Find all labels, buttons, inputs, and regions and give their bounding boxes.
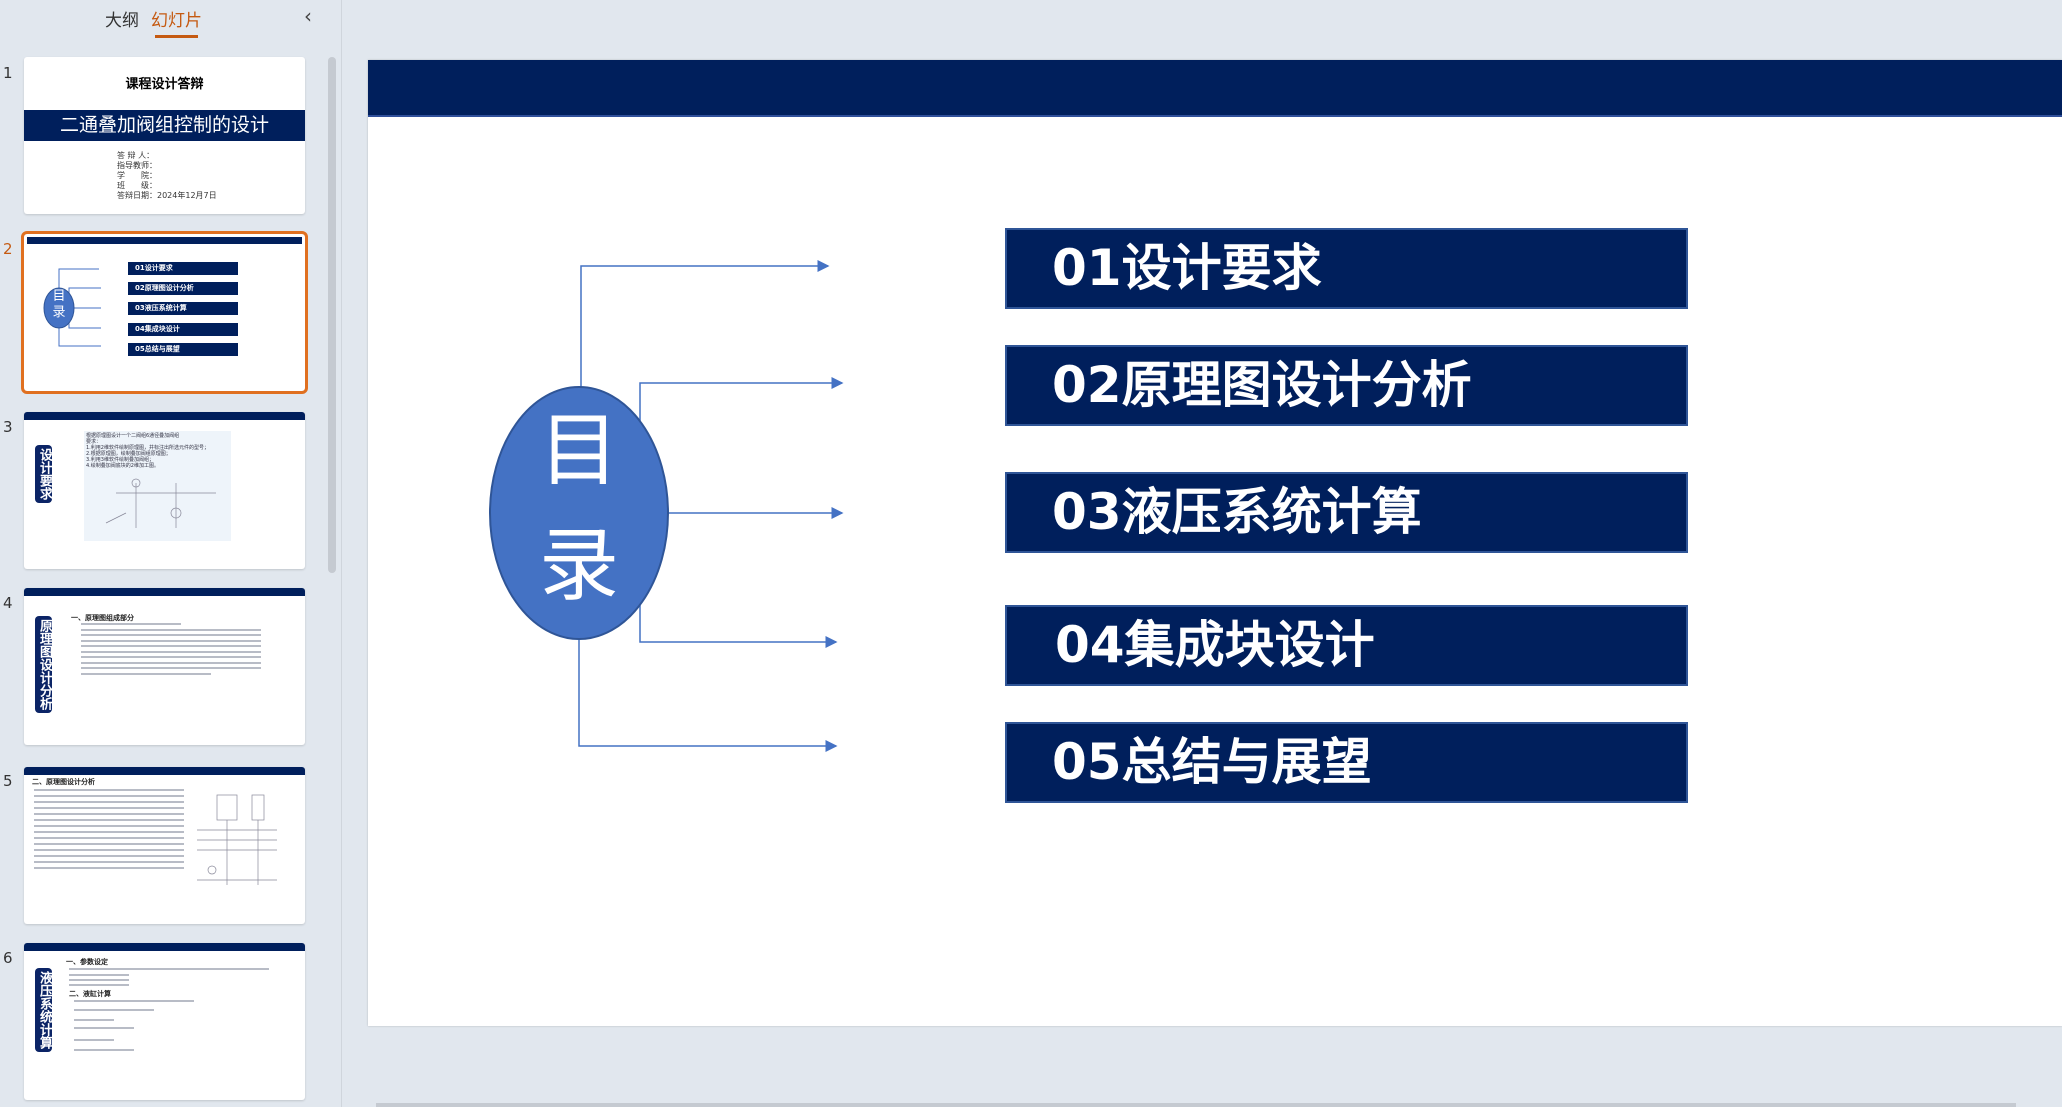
arrow-4: [639, 547, 838, 648]
slide-canvas[interactable]: 目录 01设计要求 02原理图设计分析 03液压系统计算 04集成块设计 05总…: [368, 60, 2062, 1026]
thumb-banner: 二通叠加阀组控制的设计: [24, 110, 305, 141]
tab-slides[interactable]: 幻灯片: [151, 6, 202, 38]
thumb-fields: 答 辩 人：指导教师：学 院：班 级：答辩日期：2024年12月7日: [117, 151, 217, 200]
thumb-text: 根据原理图设计一个二阀组6通径叠加阀组要求：1.利用2维软件绘制原理图，并标注出…: [84, 431, 231, 541]
slide-number: 1: [3, 64, 13, 82]
horizontal-scrollbar[interactable]: [376, 1103, 2016, 1107]
slide-number: 4: [3, 594, 13, 612]
toc-item-3[interactable]: 03液压系统计算: [1005, 472, 1688, 553]
thumb-arrows: [43, 268, 101, 347]
slide-number: 6: [3, 949, 13, 967]
toc-ellipse: [489, 386, 669, 640]
thumb-heading: 二、原理图设计分析: [32, 778, 95, 786]
thumb-label: 设计要求: [35, 445, 52, 503]
thumb-heading: 二、液缸计算: [69, 990, 111, 998]
thumb-schematic: [197, 794, 277, 885]
sidebar-scrollbar[interactable]: [328, 57, 336, 573]
toc-connectors: [489, 260, 844, 752]
toc-item-4[interactable]: 04集成块设计: [1005, 605, 1688, 686]
thumb-label: 液压系统计算: [35, 968, 52, 1052]
thumb-title: 课程设计答辩: [125, 77, 204, 92]
slide-thumbnail-6[interactable]: 液压系统计算 一、参数设定 二、液缸计算: [24, 943, 305, 1100]
toc-item-5[interactable]: 05总结与展望: [1005, 722, 1688, 803]
slide-number: 2: [3, 240, 13, 258]
slide-thumbnail-4[interactable]: 原理图设计分析 一、原理图组成部分: [24, 588, 305, 745]
toc-item-2[interactable]: 02原理图设计分析: [1005, 345, 1688, 426]
slide-thumbnail-1[interactable]: 课程设计答辩 二通叠加阀组控制的设计 答 辩 人：指导教师：学 院：班 级：答辩…: [24, 57, 305, 214]
thumb-heading: 一、原理图组成部分: [71, 614, 134, 622]
slide-thumbnail-5[interactable]: 二、原理图设计分析: [24, 767, 305, 924]
arrow-5: [578, 640, 838, 752]
toc-center-text: 目录: [539, 404, 619, 612]
slide-thumbnail-2[interactable]: 目录 01设计要求 02原理图设计分析 03液压系统计算 04集成块设计 05总…: [21, 231, 308, 394]
arrow-2: [639, 377, 844, 480]
slide-panel: 大纲 幻灯片 ‹ 1 课程设计答辩 二通叠加阀组控制的设计 答 辩 人：指导教师…: [0, 0, 342, 1107]
arrow-1: [580, 260, 830, 388]
slide-thumbnail-3[interactable]: 设计要求 根据原理图设计一个二阀组6通径叠加阀组要求：1.利用2维软件绘制原理图…: [24, 412, 305, 569]
toc-item-1[interactable]: 01设计要求: [1005, 228, 1688, 309]
slide-number: 5: [3, 772, 13, 790]
thumb-center: 目录: [52, 289, 66, 320]
tab-outline[interactable]: 大纲: [105, 11, 139, 31]
header-band: [368, 60, 2062, 117]
chevron-left-icon[interactable]: ‹: [304, 4, 312, 28]
thumb-toc: 01设计要求 02原理图设计分析 03液压系统计算 04集成块设计 05总结与展…: [128, 262, 238, 356]
thumb-label: 原理图设计分析: [35, 616, 52, 713]
thumb-heading: 一、参数设定: [66, 958, 108, 966]
slide-number: 3: [3, 418, 13, 436]
